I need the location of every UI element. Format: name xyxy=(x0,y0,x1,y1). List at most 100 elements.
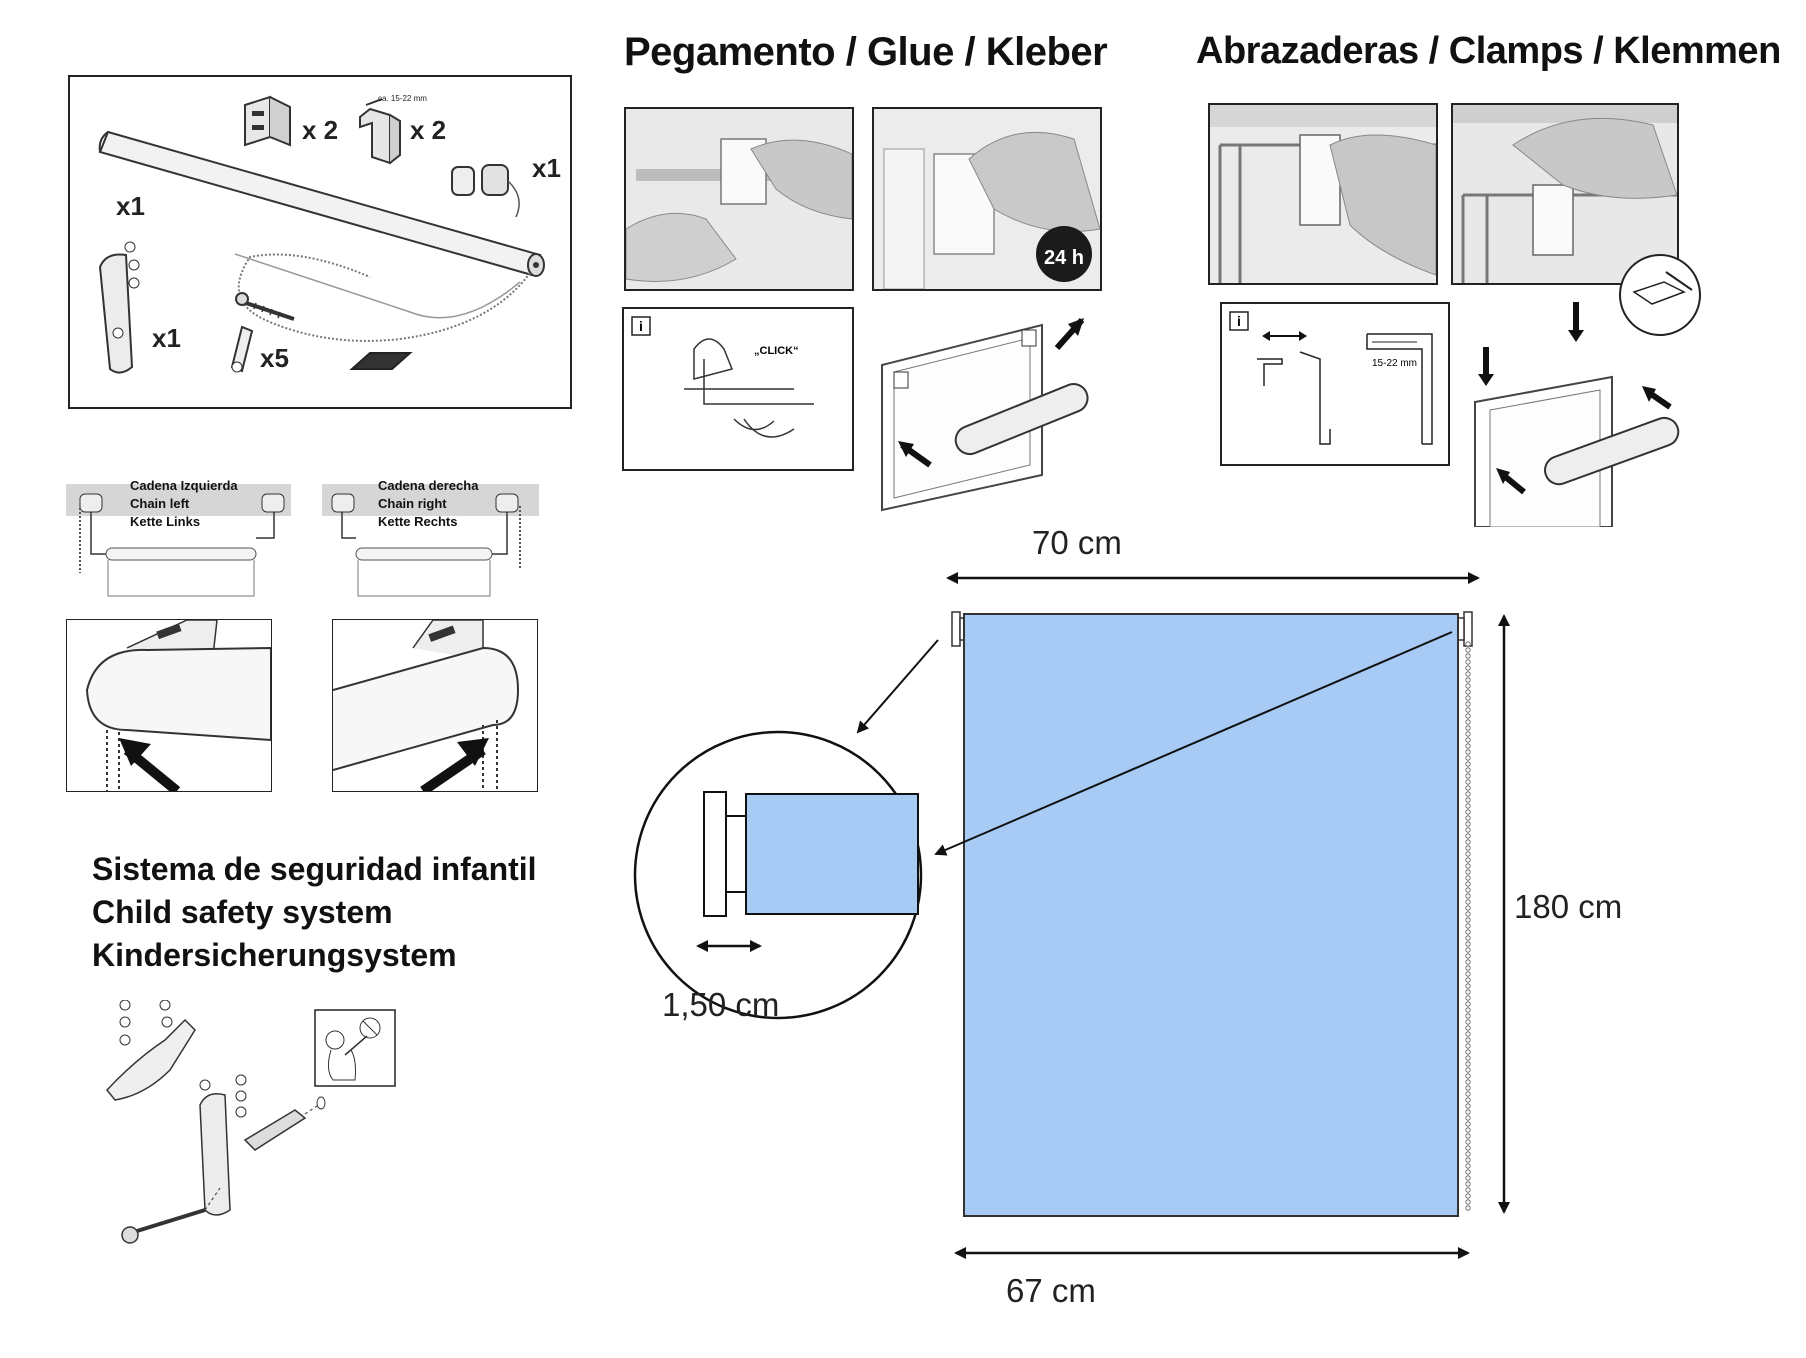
chain-bead xyxy=(1465,827,1471,833)
bracket-offset-label: 1,50 cm xyxy=(662,986,780,1023)
chain-bead xyxy=(1465,917,1471,923)
chain-right-diagram: Cadena derecha Chain right Kette Rechts xyxy=(322,478,552,598)
chain-bead xyxy=(1465,1157,1471,1163)
chain-bead xyxy=(1465,1049,1471,1055)
safety-illustration xyxy=(95,1000,415,1260)
glue-header: Pegamento / Glue / Kleber xyxy=(624,30,1108,74)
chain-bead xyxy=(1465,779,1471,785)
chain-bead xyxy=(1465,893,1471,899)
chain-bead xyxy=(1465,899,1471,905)
chain-bead xyxy=(1465,1091,1471,1097)
chain-bead xyxy=(1465,749,1471,755)
chain-bead xyxy=(1465,719,1471,725)
chain-holder-mounted-icon xyxy=(199,1074,247,1216)
chain-bead xyxy=(1465,839,1471,845)
chain-bead xyxy=(1465,941,1471,947)
chain-bead xyxy=(1465,1115,1471,1121)
safety-line-de: Kindersicherungsystem xyxy=(92,937,457,973)
wall-plug-icon xyxy=(230,325,254,373)
glue-step-click-info: i „CLICK“ xyxy=(622,307,854,471)
chain-left-detail xyxy=(66,619,272,792)
glue-step-peel xyxy=(624,107,854,291)
chain-bead xyxy=(1465,653,1471,659)
chain-bead xyxy=(1465,785,1471,791)
chain-bead xyxy=(1465,1121,1471,1127)
chain-bead xyxy=(1465,731,1471,737)
chain-bead xyxy=(1465,1109,1471,1115)
clamp-gap-label: ca. 15-22 mm xyxy=(378,94,427,103)
child-warning-icon xyxy=(314,1009,396,1087)
info-icon: i xyxy=(639,318,643,334)
chain-bead xyxy=(1465,1007,1471,1013)
chain-bead xyxy=(1465,1175,1471,1181)
chain-bead xyxy=(1465,875,1471,881)
chain-holder-icon xyxy=(106,1000,196,1101)
chain-bead xyxy=(1465,725,1471,731)
chain-left-diagram: Cadena Izquierda Chain left Kette Links xyxy=(66,478,296,598)
height-label: 180 cm xyxy=(1514,888,1623,925)
right-bracket xyxy=(1457,611,1473,647)
chain-bead xyxy=(1465,1205,1471,1211)
clamp-icon xyxy=(359,98,401,165)
chain-bead xyxy=(1465,935,1471,941)
chain-bead xyxy=(1465,743,1471,749)
chain-bead xyxy=(1465,695,1471,701)
clamp-step-info: i 15-22 mm xyxy=(1220,302,1450,466)
clamp-step-press xyxy=(1451,103,1679,285)
chain-right-detail xyxy=(332,619,538,792)
chain-bead xyxy=(1465,683,1471,689)
adhesive-pad-icon xyxy=(349,352,413,370)
chain-left-en: Chain left xyxy=(130,496,190,511)
chain-bead xyxy=(1465,815,1471,821)
bracket-icon xyxy=(244,95,291,147)
chain-holder-icon xyxy=(98,241,140,374)
click-label: „CLICK“ xyxy=(754,345,799,357)
chain-bead xyxy=(1465,929,1471,935)
chain-bead xyxy=(1465,761,1471,767)
clamp-gap-text: 15-22 mm xyxy=(1372,358,1417,369)
chain-right-es: Cadena derecha xyxy=(378,478,479,493)
chain-bead xyxy=(1465,713,1471,719)
chain-bead xyxy=(1465,659,1471,665)
chain-bead xyxy=(1465,1145,1471,1151)
end-cap-icon xyxy=(451,164,520,218)
chain-bead xyxy=(1465,1043,1471,1049)
parts-illustration: x 2 ca. 15-22 mm x 2 x1 x1 x1 xyxy=(98,94,561,374)
chain-bead xyxy=(1465,869,1471,875)
chain-bead xyxy=(1465,647,1471,653)
detail-pointer-right xyxy=(934,631,1453,856)
detail-spacer xyxy=(725,815,747,893)
detail-fabric xyxy=(745,793,919,915)
screw-icon xyxy=(121,1187,221,1244)
chain-bead xyxy=(1465,1103,1471,1109)
chain-bead xyxy=(1465,1013,1471,1019)
chain-bead xyxy=(1465,959,1471,965)
chain-bead xyxy=(1465,1073,1471,1079)
chain-bead xyxy=(1465,665,1471,671)
chain-bead xyxy=(1465,1001,1471,1007)
chain-bead xyxy=(1465,809,1471,815)
chain-bead xyxy=(1465,1151,1471,1157)
chain-bead xyxy=(1465,977,1471,983)
chain-bead xyxy=(1465,1169,1471,1175)
chain-bead xyxy=(1465,773,1471,779)
chain-bead xyxy=(1465,833,1471,839)
chain-bead xyxy=(1465,857,1471,863)
chain-bead xyxy=(1465,707,1471,713)
parts-box: x 2 ca. 15-22 mm x 2 x1 x1 x1 xyxy=(68,75,572,409)
detail-pointer-left xyxy=(856,639,939,734)
chain-bead xyxy=(1465,641,1471,647)
clamp-step-attach xyxy=(1208,103,1438,285)
chain-bead xyxy=(1465,797,1471,803)
chain-bead xyxy=(1465,1199,1471,1205)
safety-line-en: Child safety system xyxy=(92,894,393,930)
safety-line-es: Sistema de seguridad infantil xyxy=(92,851,537,887)
roller-qty: x1 xyxy=(116,191,145,221)
chain-bead xyxy=(1465,947,1471,953)
clamp-info-icon: i xyxy=(1237,313,1241,329)
chain-bead xyxy=(1465,911,1471,917)
chain-bead xyxy=(1465,1019,1471,1025)
blind-fabric xyxy=(963,613,1459,1217)
detail-bracket xyxy=(703,791,727,917)
chain-bead xyxy=(1465,1187,1471,1193)
